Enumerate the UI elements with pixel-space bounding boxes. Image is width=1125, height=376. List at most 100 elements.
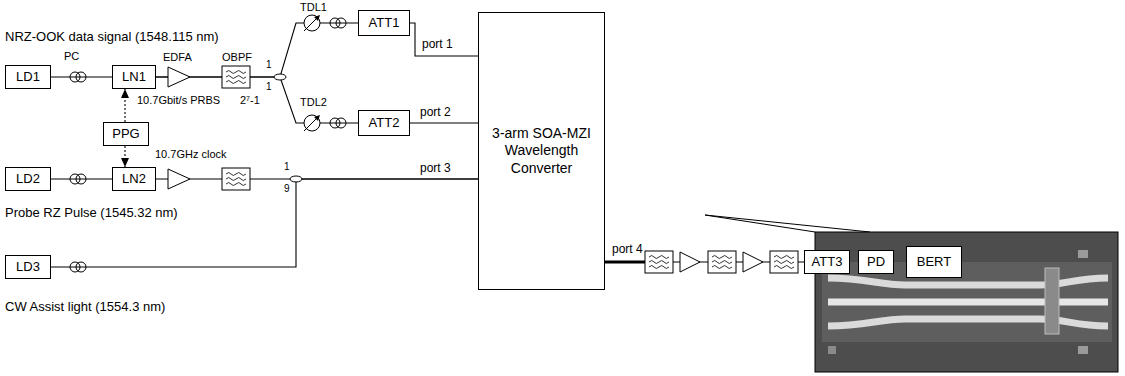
text-group: 3-arm SOA-MZI Wavelength Converter <box>492 125 592 178</box>
attenuator-box: ATT1 <box>358 10 410 36</box>
coil-loop <box>76 262 86 272</box>
signal-name: NRZ-OOK data signal (1548.115 nm) <box>5 30 219 45</box>
node-label: PD <box>867 255 885 270</box>
filter-box <box>222 66 250 88</box>
text-group: PD <box>867 255 885 270</box>
modulator-box: LN2 <box>112 167 156 191</box>
signal-name: 10.7Gbit/s PRBS <box>137 94 220 107</box>
port-label: port 4 <box>612 243 643 257</box>
part-name: TDL1 <box>300 1 327 14</box>
amplifier-triangle <box>743 252 763 272</box>
attenuator-box: ATT3 <box>804 250 850 274</box>
electrode-pad <box>1078 250 1088 258</box>
ratio-number: 1 <box>266 81 272 93</box>
delay-line-symbol <box>304 15 320 131</box>
fiber-link <box>51 76 112 77</box>
ratio-number: 9 <box>284 183 290 195</box>
ratio-number: 1 <box>284 161 290 173</box>
signal-name: Probe RZ Pulse (1545.32 nm) <box>5 206 178 221</box>
text-group: LN1 <box>122 70 146 85</box>
node-label: ATT2 <box>369 116 400 131</box>
callout-line <box>705 215 815 232</box>
ratio-number: 1 <box>266 59 272 71</box>
amplifier-symbol <box>168 67 763 272</box>
signal-name: 10.7GHz clock <box>155 148 227 161</box>
node-label: LD3 <box>16 260 40 275</box>
amplifier-triangle <box>168 67 190 87</box>
filter-waves <box>774 256 794 269</box>
part-name: PC <box>64 50 79 63</box>
fiber-link <box>51 178 112 179</box>
filter-box <box>645 251 673 273</box>
fiber-link <box>51 179 478 267</box>
fiber-link <box>410 23 478 56</box>
coil-loop <box>70 262 80 272</box>
chip-body <box>822 262 1112 342</box>
text-group: LD2 <box>16 172 40 187</box>
port-label: port 1 <box>422 38 453 52</box>
port-label: port 2 <box>420 106 451 120</box>
delay-circle <box>304 15 320 31</box>
node-label: LN1 <box>122 70 146 85</box>
coupler-symbol <box>274 74 286 80</box>
node-label: PPG <box>112 127 139 142</box>
photo-ground <box>815 232 1118 372</box>
waveguide-arm <box>828 299 1108 306</box>
fiber-link <box>410 122 478 123</box>
fiber-coil <box>70 18 346 272</box>
filter-box <box>708 251 736 273</box>
node-label: ATT1 <box>369 16 400 31</box>
filter-waves <box>226 173 246 186</box>
coil-loop <box>330 118 340 128</box>
text-group: LD3 <box>16 260 40 275</box>
modulator-box: LN1 <box>112 65 156 89</box>
text-group: ATT3 <box>812 255 843 270</box>
photodiode-box: PD <box>858 250 894 274</box>
coil-loop <box>330 18 340 28</box>
amplifier-triangle <box>680 252 700 272</box>
attenuator-box: ATT2 <box>358 110 410 136</box>
laser-box: LD3 <box>5 255 51 279</box>
node-label: LD2 <box>16 172 40 187</box>
coil-loop <box>70 174 80 184</box>
text-group: LN2 <box>122 172 146 187</box>
filter-waves <box>226 71 246 84</box>
node-label: 3-arm SOA-MZI Wavelength Converter <box>492 125 592 178</box>
coupler-symbol <box>290 176 302 182</box>
node-label: BERT <box>917 255 951 270</box>
delay-arrow <box>304 17 318 31</box>
pattern-generator-box: PPG <box>103 122 149 146</box>
part-name: OBPF <box>222 51 252 64</box>
chip-photo <box>815 232 1118 372</box>
port-label: port 3 <box>420 162 451 176</box>
filter-waves <box>712 256 732 269</box>
signal-name: 2⁷-1 <box>240 94 260 107</box>
clock-link <box>124 89 125 122</box>
electrode-pad <box>1078 346 1088 354</box>
delay-arrow <box>304 117 318 131</box>
coil-loop <box>70 72 80 82</box>
filter-waves <box>649 256 669 269</box>
text-group: BERT <box>917 255 951 270</box>
coil-loop <box>76 174 86 184</box>
electrode-pad <box>1045 268 1059 334</box>
part-name: TDL2 <box>300 96 327 109</box>
electrode-pad <box>828 346 836 354</box>
delay-circle <box>304 115 320 131</box>
converter-box: 3-arm SOA-MZI Wavelength Converter <box>478 12 605 290</box>
filter-box <box>770 251 798 273</box>
filter-box <box>222 168 250 190</box>
clock-link <box>124 146 125 167</box>
text-group: ATT2 <box>369 116 400 131</box>
laser-box: LD2 <box>5 167 51 191</box>
part-name: EDFA <box>163 51 192 64</box>
coil-loop <box>336 118 346 128</box>
amplifier-triangle <box>168 169 190 189</box>
node-label: LN2 <box>122 172 146 187</box>
delay-arrowhead <box>314 115 320 121</box>
node-label: LD1 <box>16 70 40 85</box>
signal-name: CW Assist light (1554.3 nm) <box>5 300 165 315</box>
coil-loop <box>336 18 346 28</box>
text-group: LD1 <box>16 70 40 85</box>
